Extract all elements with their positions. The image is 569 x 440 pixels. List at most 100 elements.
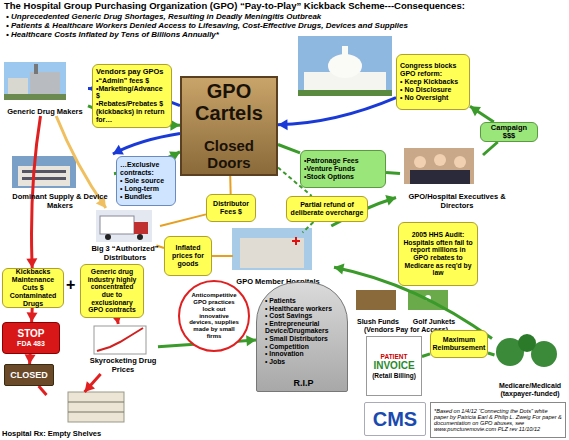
callout-box: Campaign $$$ — [480, 122, 538, 142]
node-text: Generic Drug Makers — [7, 108, 82, 116]
node-text: •Patronage Fees — [304, 157, 382, 165]
image-node: Big 3 “Authorized” Distributors — [90, 208, 160, 262]
shelf — [68, 412, 124, 413]
note-label: • Healthcare Costs Inflated by Tens of B… — [6, 31, 566, 40]
node-text: Congress blocks GPO reform: — [400, 62, 466, 78]
node-text: Closed Doors — [185, 138, 273, 172]
connector-arrow — [113, 134, 180, 155]
arrow-head — [385, 195, 396, 205]
circle-callout: Anticompetitive GPO practices lock out i… — [178, 280, 250, 352]
arrow-head — [27, 312, 38, 322]
truck-wheel — [137, 234, 143, 240]
image-node: Generic Drug Makers — [2, 60, 88, 116]
node-text: PATIENT — [381, 353, 408, 360]
node-text: Medicare/Medicaid — [499, 382, 561, 390]
node-text: Maximum Reimbursement — [433, 336, 486, 352]
capitol-dome — [328, 54, 362, 78]
connector-arrow — [27, 308, 38, 322]
node-text: •Venture Funds — [304, 165, 382, 173]
node-text: Skyrocketing Drug Prices — [88, 357, 158, 374]
supplier-photo — [12, 156, 76, 188]
image-node: Dominant Supply & Device Makers — [6, 154, 114, 210]
node-text: FDA 483 — [17, 340, 45, 348]
truck-cab — [134, 222, 148, 234]
node-text: Golf Junkets — [406, 318, 462, 326]
executive-suits — [410, 170, 470, 184]
hospital-photo — [232, 228, 312, 270]
connector-line — [39, 386, 47, 395]
node-text: • Entrepreneurial Device/Drugmakers — [265, 320, 342, 335]
note-label: • Patients & Healthcare Workers Denied A… — [6, 22, 566, 31]
node-text: • Competition — [265, 343, 309, 351]
tombstone: • Patients• Healthcare workers• Cost Sav… — [256, 282, 348, 392]
connector-line — [32, 116, 41, 268]
capitol-lawn — [298, 90, 392, 96]
callout-box: Generic drug industry highly concentrate… — [80, 264, 144, 318]
arrow-head — [113, 145, 124, 155]
node-text: GPO/Hospital Executives & Directors — [396, 193, 518, 210]
connector-line — [470, 106, 494, 122]
money-bag — [518, 334, 536, 352]
note-label: + — [66, 276, 80, 294]
executive-head — [414, 156, 426, 168]
image-node: GPO/Hospital Executives & Directors — [396, 146, 518, 210]
supplier-windows — [22, 177, 66, 180]
callout-box: Inflated prices for goods — [164, 236, 212, 276]
node-text: •Marketing/Advance $ — [96, 85, 168, 101]
connector-line — [386, 172, 400, 173]
node-text: • Long-term — [120, 185, 172, 193]
arrow-head — [278, 119, 288, 130]
node-text: Vendors pay GPOs — [96, 68, 168, 76]
invoice-box: PATIENTINVOICE(Retail Billing) — [366, 336, 422, 396]
callout-box: Kickbacks Maintenance Cuts $ Contaminate… — [2, 268, 64, 308]
node-text: CLOSED — [10, 370, 48, 380]
connector-line — [278, 98, 396, 125]
node-text: Slush Funds — [350, 318, 406, 326]
node-text: Dominant Supply & Device Makers — [6, 193, 114, 210]
connector-line — [85, 374, 101, 392]
supplier-building — [18, 166, 70, 186]
node-text: (taxpayer-funded) — [500, 390, 559, 398]
node-text: • Bundles — [120, 193, 172, 201]
node-text: • Jobs — [265, 358, 285, 366]
factory-chimney — [34, 64, 38, 74]
connector-line — [422, 354, 430, 357]
connector-line — [160, 214, 206, 226]
node-text: • Small Distributors — [265, 335, 328, 343]
capitol-tower — [342, 46, 348, 56]
price-line — [97, 328, 143, 351]
node-text: • Sole source — [120, 177, 172, 185]
node-text: …Exclusive contracts: — [120, 161, 172, 177]
logo-box: CMS — [364, 402, 426, 436]
node-text: Anticompetitive GPO practices lock out i… — [189, 292, 239, 339]
callout-box: Congress blocks GPO reform:• Keep Kickba… — [396, 54, 470, 110]
hospital-cross — [295, 237, 297, 245]
node-text: (Retail Billing) — [372, 372, 416, 379]
truck-wheel — [105, 234, 111, 240]
connector-arrow — [470, 106, 494, 122]
node-text: •Stock Options — [304, 173, 382, 181]
arrow-head — [25, 354, 36, 364]
node-text: • Healthcare workers — [265, 305, 332, 313]
executive-head — [454, 156, 466, 168]
supplier-windows — [22, 170, 66, 173]
closed-sign: CLOSED — [4, 364, 54, 386]
stop-sign: STOPFDA 483 — [2, 322, 60, 354]
diagram-title: The Hospital Group Purchasing Organizati… — [4, 1, 567, 11]
arrow-head — [85, 381, 95, 392]
image-node: Slush FundsGolf Junkets(Vendors Pay for … — [350, 290, 462, 334]
node-text: CMS — [373, 408, 417, 430]
factory-sky — [4, 62, 66, 100]
connector-line — [113, 134, 180, 154]
connector-arrow — [422, 354, 430, 357]
capitol-sky — [298, 36, 392, 96]
connector-arrow — [483, 142, 498, 155]
node-text: • No Disclosure — [400, 86, 466, 94]
node-text: •“Admin” fees $ — [96, 77, 168, 85]
callout-box: …Exclusive contracts:• Sole source• Long… — [116, 156, 176, 206]
arrow-head — [26, 258, 37, 268]
node-text: Hospital Rx: Empty Shelves — [2, 430, 101, 438]
callout-box: Partial refund of deliberate overcharge — [286, 196, 368, 222]
node-text: • Innovation — [265, 350, 304, 358]
